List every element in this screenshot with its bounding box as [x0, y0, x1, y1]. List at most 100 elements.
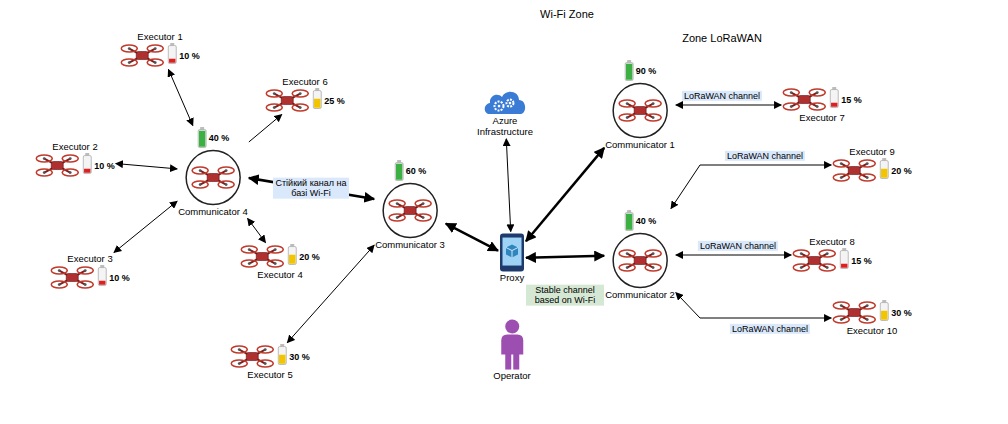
shape-part	[383, 184, 437, 238]
battery-percent: 20 %	[299, 251, 320, 261]
shape-part	[816, 105, 819, 108]
shape-part	[231, 346, 247, 353]
shape-part	[833, 316, 849, 323]
shape-part	[62, 155, 78, 162]
shape-part	[645, 100, 661, 107]
shape-part	[289, 255, 295, 264]
shape-part	[866, 304, 869, 307]
executor-drone: Executor 310 %	[50, 254, 130, 291]
drone-icon	[265, 87, 309, 113]
shape-part	[800, 266, 803, 269]
shape-part	[4, 4, 1004, 406]
shape-part	[274, 262, 277, 265]
shape-part	[625, 213, 633, 231]
shape-part	[84, 283, 87, 286]
shape-part	[793, 250, 809, 257]
shape-part	[257, 346, 273, 353]
node-label: Executor 10	[847, 326, 898, 337]
battery-icon	[277, 344, 287, 366]
shape-part	[273, 106, 276, 109]
shape-part	[248, 262, 251, 265]
shape-part	[136, 51, 148, 59]
shape-part	[207, 174, 219, 182]
shape-part	[389, 200, 431, 221]
edge-label: LoRaWAN channel	[682, 91, 762, 101]
shape-part	[848, 309, 860, 317]
shape-part	[866, 318, 869, 321]
drone-icon	[832, 300, 876, 326]
shape-part	[619, 264, 635, 271]
shape-part	[238, 362, 241, 365]
shape-part	[881, 169, 887, 178]
battery-percent: 30 %	[289, 351, 310, 361]
node-label: Azure Infrastructure	[470, 116, 540, 138]
communicator-circle	[381, 182, 439, 240]
shape-part	[652, 252, 655, 255]
drone-icon	[792, 247, 836, 273]
shape-part	[192, 167, 234, 188]
shape-part	[51, 267, 67, 274]
communicator-circle	[611, 82, 669, 140]
drone-row: 15 %	[792, 247, 872, 273]
shape-part	[498, 105, 501, 108]
battery-box	[97, 264, 107, 290]
shape-part	[634, 107, 646, 115]
node-label: Communicator 1	[605, 140, 675, 151]
shape-part	[830, 90, 838, 108]
shape-part	[652, 102, 655, 105]
shape-part	[36, 169, 52, 176]
shape-part	[248, 248, 251, 251]
cloud-service: Azure Infrastructure	[470, 86, 540, 138]
shape-part	[58, 283, 61, 286]
shape-part	[396, 202, 399, 205]
shape-part	[626, 266, 629, 269]
shape-part	[625, 63, 633, 81]
shape-part	[840, 176, 843, 179]
shape-part	[231, 346, 273, 367]
edge-label: LoRaWAN channel	[730, 324, 810, 334]
shape-part	[833, 160, 875, 181]
shape-part	[396, 216, 399, 219]
shape-part	[831, 103, 837, 107]
battery-box	[167, 42, 177, 68]
shape-part	[292, 104, 308, 111]
shape-part	[246, 353, 258, 361]
battery-percent: 90 %	[636, 65, 657, 75]
shape-part	[800, 252, 803, 255]
battery-icon	[879, 157, 889, 179]
battery-percent: 20 %	[891, 165, 912, 175]
battery-percent: 60 %	[406, 165, 427, 175]
shape-part	[154, 61, 157, 64]
shape-part	[645, 250, 661, 257]
shape-part	[128, 47, 131, 50]
drone-row: 20 %	[240, 244, 320, 270]
edge-label: LoRaWAN channel	[698, 241, 778, 251]
person-icon	[497, 319, 527, 371]
executor-drone: 15 %Executor 7	[782, 87, 862, 124]
shape-part	[266, 104, 282, 111]
shape-part	[866, 162, 869, 165]
connector	[287, 245, 374, 342]
battery-icon	[839, 247, 849, 269]
shape-part	[36, 155, 52, 162]
shape-part	[859, 174, 875, 181]
shape-part	[327, 3, 741, 415]
shape-part	[798, 96, 810, 104]
drone-row: 10 %	[50, 264, 130, 290]
communicator-drone: 90 % Communicator 1	[605, 60, 675, 151]
shape-part	[626, 116, 629, 119]
drone-row: 25 %	[265, 87, 345, 113]
shape-part	[619, 114, 635, 121]
shape-part	[313, 90, 321, 108]
shape-part	[619, 250, 635, 257]
connector	[526, 256, 604, 258]
shape-part	[389, 214, 405, 221]
shape-part	[783, 89, 825, 110]
battery-box	[879, 157, 889, 183]
battery-box	[839, 247, 849, 273]
shape-part	[833, 174, 849, 181]
shape-part	[278, 347, 286, 365]
shape-part	[279, 355, 285, 364]
drone-icon	[240, 244, 284, 270]
